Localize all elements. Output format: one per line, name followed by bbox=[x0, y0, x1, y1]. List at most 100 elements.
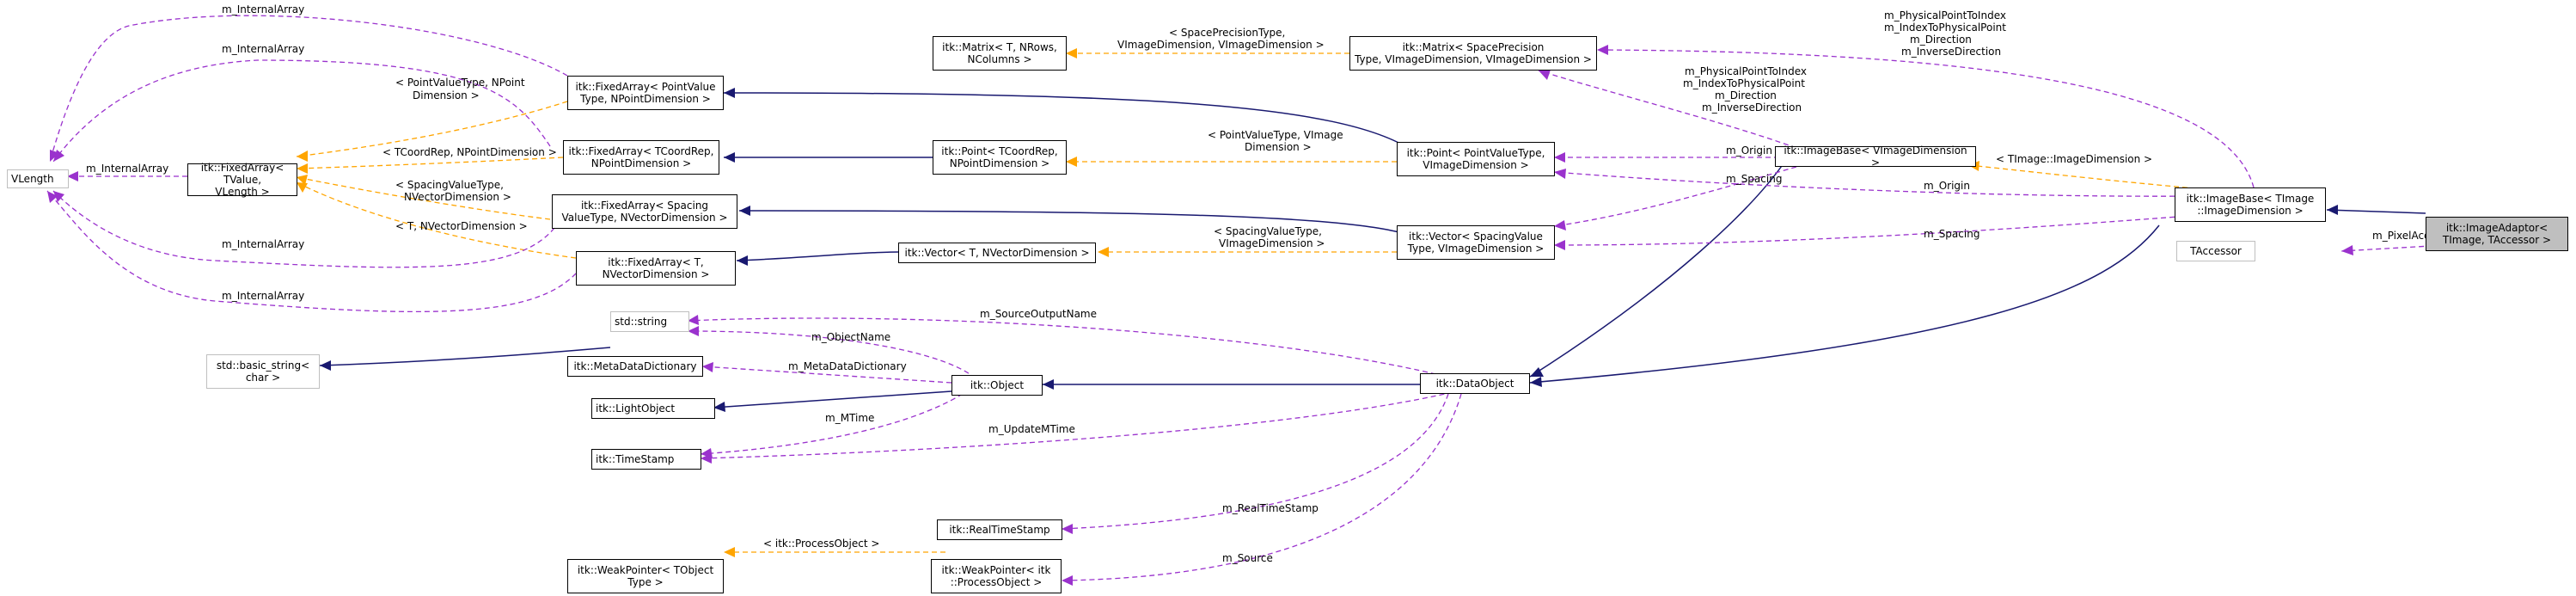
node-weakpointer-tobject[interactable]: itk::WeakPointer< TObject Type > bbox=[567, 559, 724, 593]
edge-arrowhead bbox=[1597, 45, 1608, 55]
edge-arrowhead bbox=[1062, 575, 1073, 586]
edge-phys-mid bbox=[1538, 70, 1797, 149]
edge-update-mtime bbox=[700, 391, 1453, 459]
edge-label: < SpacePrecisionType, VImageDimension, V… bbox=[1117, 27, 1325, 51]
edge-label-line: m_IndexToPhysicalPoint bbox=[1683, 77, 1805, 89]
node-label: std::string bbox=[615, 316, 668, 328]
edge-internal-array-top bbox=[49, 15, 568, 163]
node-lightobject[interactable]: itk::LightObject bbox=[591, 398, 715, 419]
node-imagebase-vdim[interactable]: itk::ImageBase< VImageDimension > bbox=[1775, 144, 1976, 169]
node-fixedarray-tcoordrep[interactable]: itk::FixedArray< TCoordRep, NPointDimens… bbox=[563, 140, 719, 175]
node-std-basic-string[interactable]: std::basic_string< char > bbox=[206, 354, 320, 389]
edge-arrowhead bbox=[1539, 70, 1551, 80]
edge-label: m_InternalArray bbox=[222, 3, 304, 15]
node-label: itk::Matrix< T, NRows, NColumns > bbox=[942, 41, 1057, 65]
edge-label: < itk::ProcessObject > bbox=[763, 538, 879, 550]
edge-arrowhead bbox=[297, 151, 308, 162]
node-point-pointvalue[interactable]: itk::Point< PointValueType, VImageDimens… bbox=[1397, 142, 1555, 176]
node-label: itk::MetaDataDictionary bbox=[573, 360, 697, 372]
node-label: itk::TimeStamp bbox=[596, 453, 675, 465]
edge-arrowhead bbox=[1554, 220, 1566, 230]
node-point-tcoordrep[interactable]: itk::Point< TCoordRep, NPointDimension > bbox=[933, 140, 1067, 175]
node-fixedarray-spacing[interactable]: itk::FixedArray< Spacing ValueType, NVec… bbox=[552, 194, 737, 229]
node-label: itk::WeakPointer< itk ::ProcessObject > bbox=[941, 564, 1051, 588]
edge-label: m_PhysicalPointToIndex m_IndexToPhysical… bbox=[1683, 65, 1807, 114]
edge-arrowhead bbox=[297, 175, 308, 185]
node-label: itk::FixedArray< TValue, VLength > bbox=[200, 162, 285, 198]
edge-label-line: m_PhysicalPointToIndex bbox=[1685, 65, 1807, 77]
edge-inherit-fixedarray-pointvalue bbox=[723, 92, 1413, 151]
node-label: itk::DataObject bbox=[1435, 378, 1514, 390]
edge-arrowhead bbox=[724, 88, 735, 98]
edge-label: m_Origin bbox=[1924, 180, 1970, 192]
edge-arrowhead bbox=[724, 547, 735, 557]
node-object[interactable]: itk::Object bbox=[951, 375, 1043, 396]
edge-pixel-accessor bbox=[2340, 243, 2476, 252]
edge-label-line: m_InverseDirection bbox=[1702, 101, 1802, 114]
edge-arrowhead bbox=[1554, 240, 1565, 250]
edge-arrowhead bbox=[320, 360, 331, 371]
edge-imagebase-timage-dim bbox=[1967, 164, 2206, 190]
edge-spacing-1 bbox=[1553, 166, 1797, 227]
node-label: itk::ImageAdaptor< TImage, TAccessor > bbox=[2442, 222, 2552, 246]
edge-label: m_RealTimeStamp bbox=[1222, 502, 1319, 514]
node-weakpointer-processobject[interactable]: itk::WeakPointer< itk ::ProcessObject > bbox=[931, 559, 1062, 593]
edge-inherit-fixedarray-spacing bbox=[738, 210, 1406, 235]
edge-arrowhead bbox=[688, 326, 699, 336]
edge-label-line: m_InverseDirection bbox=[1901, 46, 2001, 58]
edge-label-line: m_Direction bbox=[1910, 34, 1972, 46]
edge-arrowhead bbox=[2327, 205, 2338, 215]
node-dataobject[interactable]: itk::DataObject bbox=[1420, 373, 1530, 394]
edge-label: < T, NVectorDimension > bbox=[395, 220, 528, 232]
node-std-string[interactable]: std::string bbox=[610, 311, 689, 332]
edge-label: m_Origin bbox=[1726, 144, 1772, 157]
edge-inherit-fixedarray-t bbox=[736, 251, 899, 261]
node-label: itk::Vector< T, NVectorDimension > bbox=[904, 247, 1090, 259]
edge-arrowhead bbox=[688, 315, 699, 325]
node-label: TAccessor bbox=[2190, 245, 2242, 257]
edge-label: m_ObjectName bbox=[811, 331, 890, 343]
node-matrix-spaceprecision[interactable]: itk::Matrix< SpacePrecision Type, VImage… bbox=[1349, 36, 1597, 71]
edge-label-line: < PointValueType, VImage bbox=[1208, 129, 1343, 141]
node-label: itk::Point< PointValueType, VImageDimens… bbox=[1406, 147, 1545, 171]
edge-label: m_InternalArray bbox=[222, 43, 304, 55]
edge-metadata-dictionary bbox=[701, 366, 952, 384]
edge-label: < SpacingValueType, VImageDimension > bbox=[1214, 225, 1325, 249]
node-imagebase-timage[interactable]: itk::ImageBase< TImage ::ImageDimension … bbox=[2175, 187, 2326, 222]
node-label: itk::Vector< SpacingValue Type, VImageDi… bbox=[1407, 230, 1545, 255]
node-timestamp[interactable]: itk::TimeStamp bbox=[591, 449, 701, 470]
node-imageadaptor[interactable]: itk::ImageAdaptor< TImage, TAccessor > bbox=[2426, 217, 2568, 251]
edge-label: m_PhysicalPointToIndex m_IndexToPhysical… bbox=[1884, 9, 2006, 58]
edge-label-line: < PointValueType, NPoint bbox=[395, 77, 525, 89]
edge-label: < TCoordRep, NPointDimension > bbox=[382, 146, 557, 158]
edge-label: m_InternalArray bbox=[222, 238, 304, 250]
edge-object-name bbox=[687, 330, 976, 379]
edge-label-line: VImageDimension > bbox=[1219, 237, 1325, 249]
node-fixedarray-pointvalue[interactable]: itk::FixedArray< PointValue Type, NPoint… bbox=[567, 76, 724, 110]
node-label: itk::WeakPointer< TObject Type > bbox=[577, 564, 714, 588]
edge-label-line: Dimension > bbox=[1245, 141, 1312, 153]
node-realtimestamp[interactable]: itk::RealTimeStamp bbox=[937, 519, 1062, 540]
edge-label: < PointValueType, VImage Dimension > bbox=[1208, 129, 1343, 153]
edge-label-line: m_IndexToPhysicalPoint bbox=[1884, 22, 2006, 34]
edge-label: m_InternalArray bbox=[86, 163, 168, 175]
edge-fixedarray-spacing bbox=[296, 176, 551, 220]
node-label: itk::FixedArray< PointValue Type, NPoint… bbox=[575, 81, 716, 105]
node-matrix-generic[interactable]: itk::Matrix< T, NRows, NColumns > bbox=[933, 36, 1067, 71]
edge-inherit-dataobject-from-timage bbox=[1529, 224, 2160, 384]
node-label: itk::FixedArray< T, NVectorDimension > bbox=[602, 256, 710, 280]
edge-arrowhead bbox=[2341, 245, 2353, 255]
node-vector-spacing[interactable]: itk::Vector< SpacingValue Type, VImageDi… bbox=[1397, 225, 1555, 260]
edge-arrowhead bbox=[737, 255, 748, 266]
edge-label-line: Dimension > bbox=[413, 89, 480, 101]
edge-arrowhead bbox=[1066, 157, 1077, 167]
node-taccessor[interactable]: TAccessor bbox=[2176, 241, 2255, 261]
edge-phys-top bbox=[1596, 49, 2255, 188]
node-fixedarray-tvalue[interactable]: itk::FixedArray< TValue, VLength > bbox=[187, 162, 297, 198]
node-fixedarray-t[interactable]: itk::FixedArray< T, NVectorDimension > bbox=[576, 251, 736, 286]
node-vlength[interactable]: VLength bbox=[7, 169, 69, 188]
node-metadatadictionary[interactable]: itk::MetaDataDictionary bbox=[567, 356, 703, 377]
node-vector-t[interactable]: itk::Vector< T, NVectorDimension > bbox=[898, 243, 1096, 263]
node-label: itk::Matrix< SpacePrecision Type, VImage… bbox=[1355, 41, 1592, 65]
